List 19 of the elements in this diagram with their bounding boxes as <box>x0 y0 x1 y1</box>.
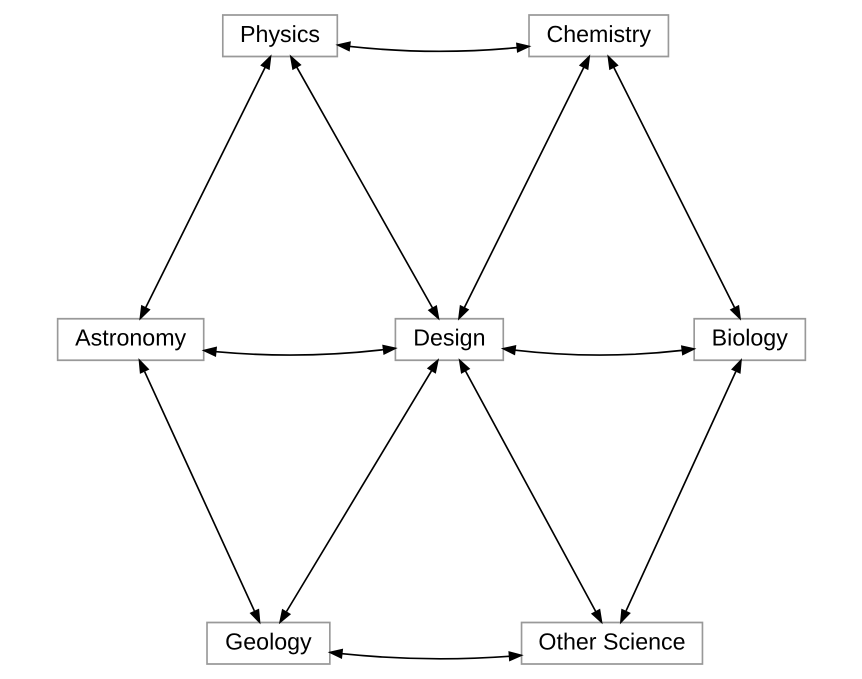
arrow <box>278 358 439 624</box>
arrow <box>334 41 531 53</box>
arrow <box>500 345 696 356</box>
arrow <box>201 344 398 357</box>
node-box: Design <box>394 318 504 362</box>
node-box: Astronomy <box>56 318 204 362</box>
arrow <box>138 358 260 624</box>
arrow <box>289 54 440 321</box>
node-box: Physics <box>221 14 338 58</box>
node-box: Geology <box>206 622 330 665</box>
arrow <box>458 358 602 624</box>
node-box: Other Science <box>520 622 703 665</box>
node-box: Chemistry <box>528 14 669 58</box>
arrow <box>457 54 590 321</box>
node-box: Biology <box>692 318 806 362</box>
arrow <box>606 54 741 321</box>
arrow <box>619 358 742 624</box>
arrow <box>327 648 524 662</box>
arrow <box>138 54 272 321</box>
